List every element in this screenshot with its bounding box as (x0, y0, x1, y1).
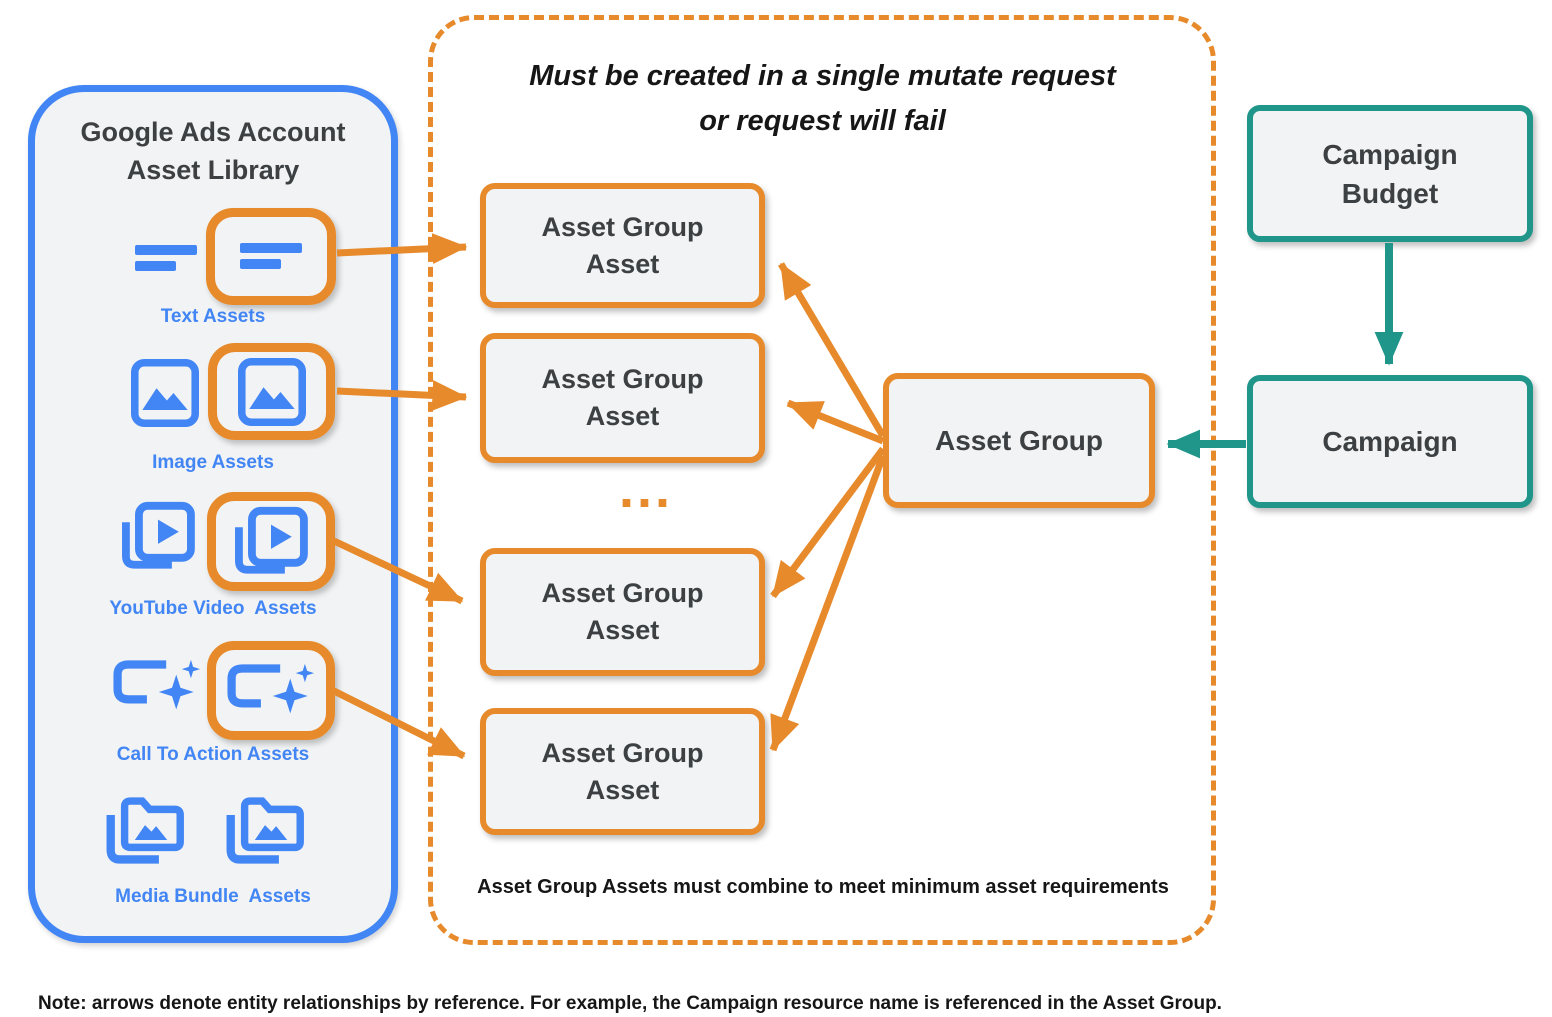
text-assets-label: Text Assets (160, 306, 266, 327)
call-to-action-asset-selected-outline (207, 641, 335, 740)
image-asset-selected-outline (208, 343, 335, 440)
asset-group-asset-box-3: Asset Group Asset (480, 548, 765, 676)
text-asset-icon (240, 243, 302, 269)
campaign-box: Campaign (1247, 375, 1533, 508)
campaign-budget-box: Campaign Budget (1247, 105, 1533, 242)
call-to-action-asset-icon (113, 659, 201, 710)
asset-library-title: Google Ads Account Asset Library (80, 117, 346, 185)
asset-group-asset-box-2: Asset Group Asset (480, 333, 765, 463)
youtube-video-asset-selected-outline (207, 492, 335, 591)
mutate-panel-header: Must be created in a single mutate reque… (529, 60, 1116, 137)
text-asset-selected-outline (206, 208, 336, 305)
youtube-video-assets-label: YouTube Video Assets (109, 598, 317, 619)
image-asset-icon (131, 359, 199, 427)
call-to-action-assets-label: Call To Action Assets (116, 744, 310, 765)
mutate-panel-footer: Asset Group Assets must combine to meet … (477, 876, 1169, 898)
youtube-video-asset-icon (235, 506, 308, 574)
footnote: Note: arrows denote entity relationships… (38, 993, 1222, 1014)
asset-group-box: Asset Group (883, 373, 1155, 508)
asset-group-asset-box-4: Asset Group Asset (480, 708, 765, 835)
youtube-video-asset-icon (122, 501, 195, 569)
image-assets-label: Image Assets (152, 452, 274, 473)
image-asset-icon (237, 357, 306, 426)
media-bundle-assets-label: Media Bundle Assets (115, 886, 311, 907)
media-bundle-asset-icon (106, 797, 184, 864)
text-asset-icon (135, 245, 197, 271)
media-bundle-asset-icon (226, 797, 304, 864)
more-boxes-ellipsis: ... (618, 459, 673, 519)
call-to-action-asset-icon (227, 663, 315, 714)
asset-group-asset-box-1: Asset Group Asset (480, 183, 765, 308)
